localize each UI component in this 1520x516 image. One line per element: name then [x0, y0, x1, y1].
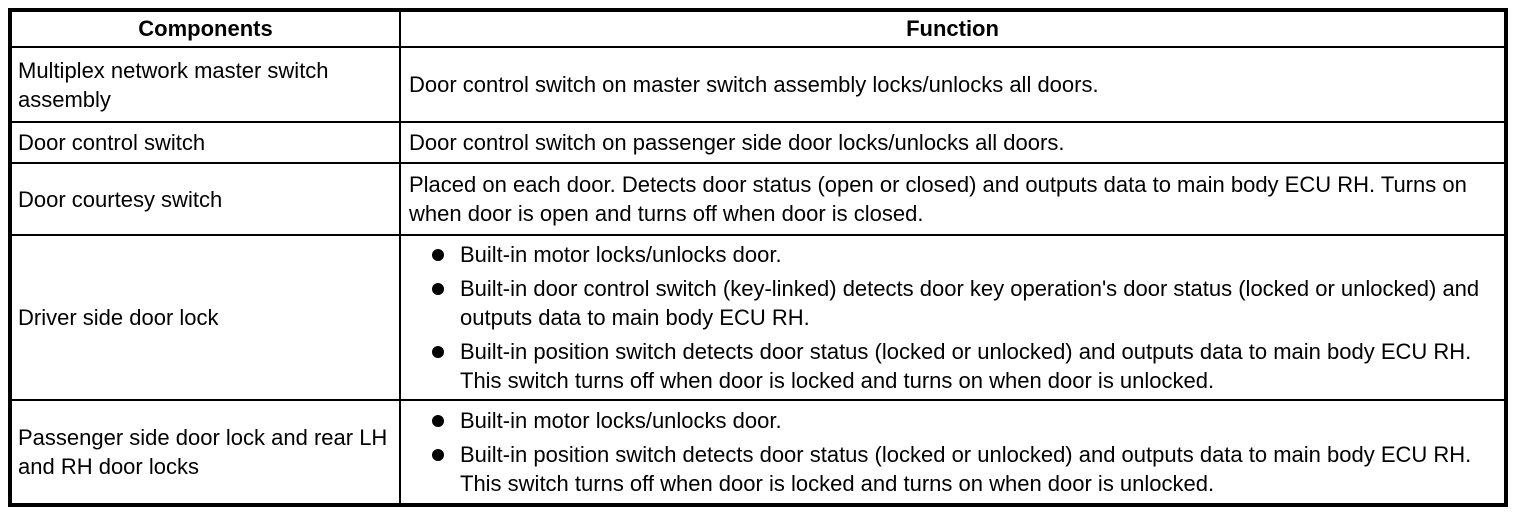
- function-cell: Built-in motor locks/unlocks door. Built…: [399, 234, 1507, 401]
- bullet-list: Built-in motor locks/unlocks door. Built…: [401, 406, 1494, 498]
- column-header-components: Components: [9, 9, 401, 48]
- function-cell: Door control switch on passenger side do…: [399, 121, 1507, 164]
- bullet-icon: [432, 283, 444, 295]
- function-cell: Built-in motor locks/unlocks door. Built…: [399, 399, 1507, 506]
- bullet-text: Built-in position switch detects door st…: [460, 442, 1472, 496]
- table-row: Door courtesy switch Placed on each door…: [9, 162, 1507, 236]
- bullet-list: Built-in motor locks/unlocks door. Built…: [401, 240, 1494, 395]
- component-cell: Multiplex network master switch assembly: [9, 46, 401, 123]
- list-item: Built-in door control switch (key-linked…: [401, 274, 1494, 332]
- component-cell: Driver side door lock: [9, 234, 401, 401]
- list-item: Built-in position switch detects door st…: [401, 337, 1494, 395]
- list-item: Built-in motor locks/unlocks door.: [401, 240, 1494, 269]
- table-row: Door control switch Door control switch …: [9, 121, 1507, 164]
- bullet-icon: [432, 346, 444, 358]
- bullet-icon: [432, 449, 444, 461]
- bullet-text: Built-in motor locks/unlocks door.: [460, 242, 782, 267]
- component-cell: Door courtesy switch: [9, 162, 401, 236]
- table-row: Passenger side door lock and rear LH and…: [9, 399, 1507, 506]
- table-row: Driver side door lock Built-in motor loc…: [9, 234, 1507, 401]
- bullet-icon: [432, 249, 444, 261]
- list-item: Built-in position switch detects door st…: [401, 440, 1494, 498]
- component-cell: Passenger side door lock and rear LH and…: [9, 399, 401, 506]
- table-row: Multiplex network master switch assembly…: [9, 46, 1507, 123]
- bullet-icon: [432, 415, 444, 427]
- components-function-table: Components Function Multiplex network ma…: [8, 8, 1508, 507]
- component-cell: Door control switch: [9, 121, 401, 164]
- list-item: Built-in motor locks/unlocks door.: [401, 406, 1494, 435]
- function-cell: Door control switch on master switch ass…: [399, 46, 1507, 123]
- bullet-text: Built-in position switch detects door st…: [460, 339, 1472, 393]
- header-row: Components Function: [9, 9, 1507, 48]
- column-header-function: Function: [399, 9, 1507, 48]
- bullet-text: Built-in door control switch (key-linked…: [460, 276, 1480, 330]
- bullet-text: Built-in motor locks/unlocks door.: [460, 408, 782, 433]
- function-cell: Placed on each door. Detects door status…: [399, 162, 1507, 236]
